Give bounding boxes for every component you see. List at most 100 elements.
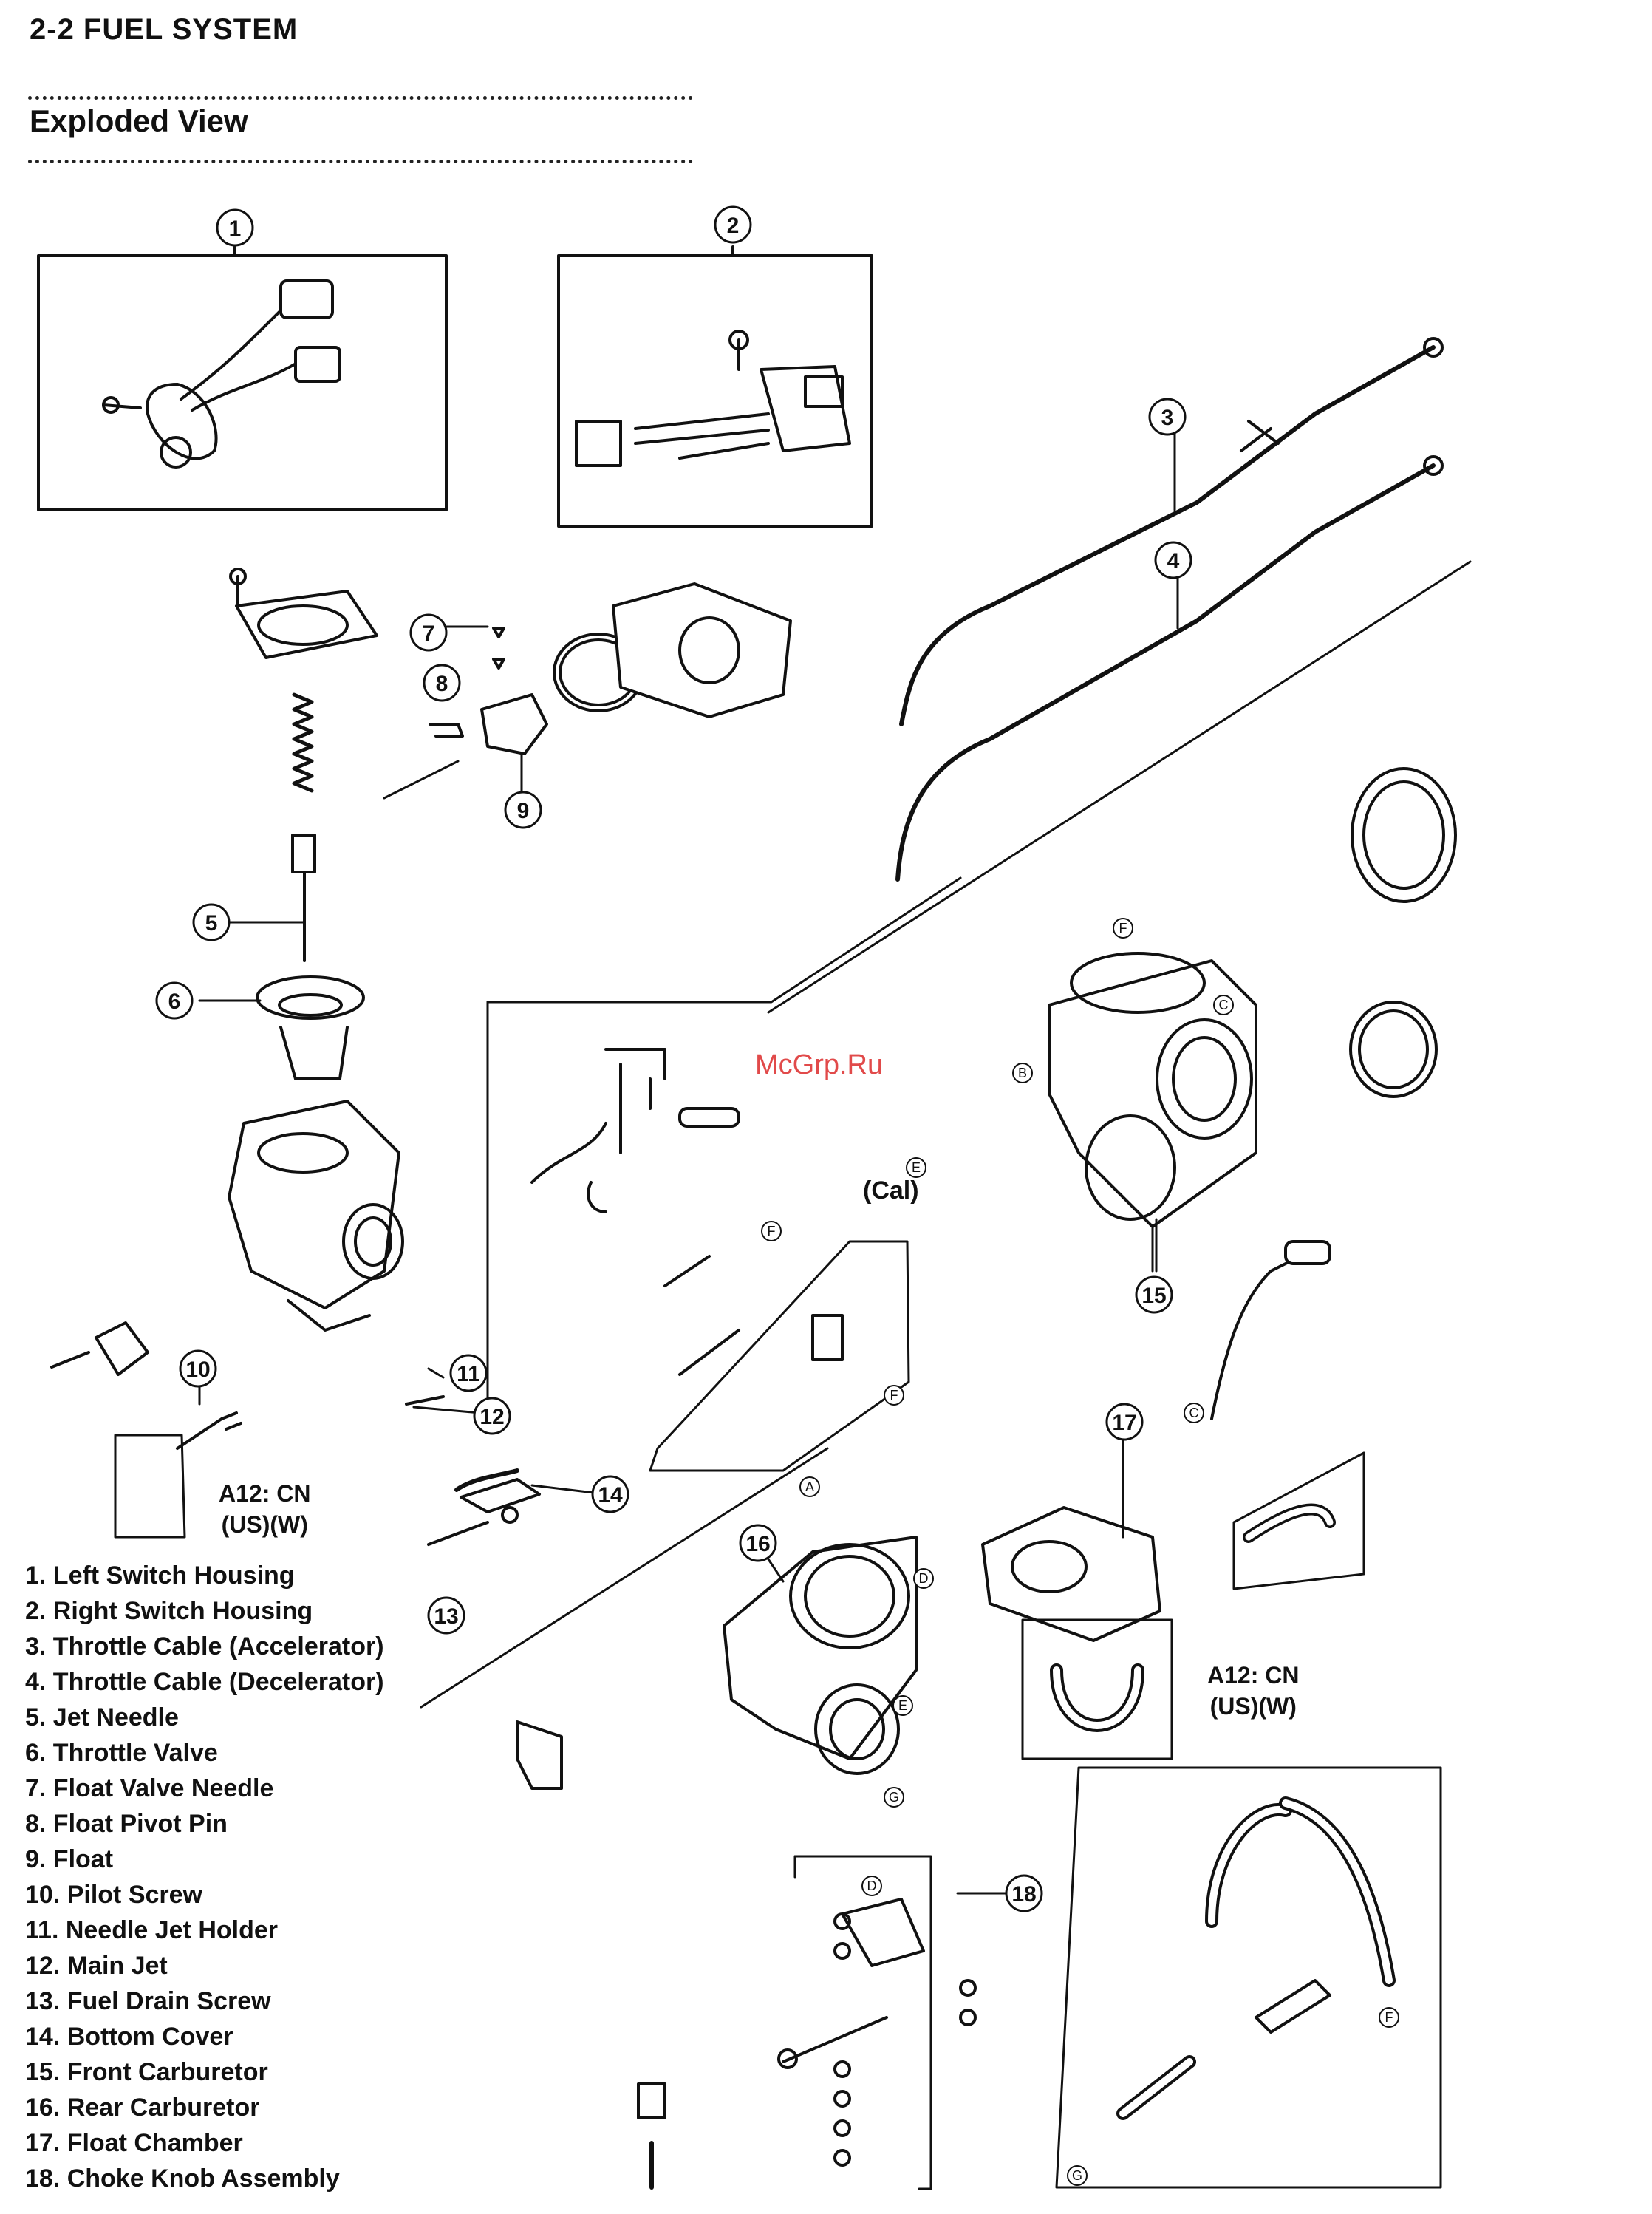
legend-item: 13. Fuel Drain Screw	[25, 1987, 271, 2015]
bottom-cover-part	[454, 1468, 541, 1513]
callout-1-label: 1	[229, 217, 242, 241]
a12-left-line2: (US)(W)	[221, 1511, 308, 1538]
view-title: Exploded View	[30, 103, 248, 138]
letter-c-1: C	[1219, 998, 1229, 1012]
callout-4-marker	[1154, 541, 1192, 579]
legend-item: 17. Float Chamber	[25, 2129, 243, 2157]
callout-17-marker	[1105, 1403, 1144, 1441]
letter-f-3: F	[768, 1224, 776, 1239]
callout-5-marker	[192, 903, 231, 941]
a12-right-line2: (US)(W)	[1209, 1693, 1297, 1720]
a12-right-box	[1055, 1766, 1442, 2189]
letter-e-2: E	[912, 1160, 921, 1175]
jet-needle-part	[291, 834, 316, 962]
callout-12-label: 12	[479, 1405, 504, 1429]
parts-legend: 1. Left Switch Housing 2. Right Switch H…	[25, 1558, 384, 2196]
callout-10-label: 10	[185, 1358, 210, 1382]
callout-markers	[155, 205, 1192, 1912]
right-switch-housing-part	[557, 245, 873, 528]
callout-7-label: 7	[423, 621, 435, 646]
fuel-drain-screw-part	[427, 1506, 519, 1546]
callout-15-marker	[1135, 1275, 1173, 1314]
a12-left-line1: A12: CN	[219, 1480, 311, 1507]
callout-8-marker	[423, 664, 461, 702]
legend-item: 6. Throttle Valve	[25, 1739, 218, 1767]
letter-a-1: A	[805, 1479, 814, 1494]
throttle-cable-decelerator-part	[895, 455, 1444, 882]
dotted-rule-bottom	[28, 160, 693, 163]
float-valve-needle-part	[492, 627, 505, 670]
main-jet-part	[405, 1395, 445, 1406]
callout-2-label: 2	[727, 214, 740, 238]
callout-5-label: 5	[205, 911, 218, 936]
callout-8-label: 8	[436, 672, 448, 696]
callout-18-marker	[1005, 1874, 1043, 1912]
callout-14-label: 14	[598, 1483, 623, 1508]
watermark: McGrp.Ru	[755, 1049, 884, 1080]
callout-17-label: 17	[1112, 1411, 1136, 1435]
legend-item: 3. Throttle Cable (Accelerator)	[25, 1632, 384, 1660]
callout-11-marker	[449, 1354, 488, 1392]
letter-f-1: F	[1119, 921, 1127, 936]
callout-2-marker	[714, 205, 752, 244]
carb-top-cover-part	[229, 568, 378, 659]
pilot-screw-part	[176, 1411, 242, 1450]
letter-g-1: G	[889, 1790, 899, 1805]
callout-9-label: 9	[517, 799, 530, 823]
legend-item: 12. Main Jet	[25, 1952, 168, 1980]
legend-item: 2. Right Switch Housing	[25, 1597, 313, 1625]
a12-left-note: A12: CN (US)(W)	[219, 1478, 310, 1540]
callout-9-marker	[504, 791, 542, 829]
letter-e-1: E	[898, 1698, 907, 1713]
left-switch-housing-part	[37, 245, 448, 511]
rear-carburetor-part	[723, 1536, 918, 1775]
front-hose-part	[1206, 1240, 1331, 1424]
u-hose-box	[1021, 1618, 1173, 1760]
callout-11-label: 11	[457, 1362, 480, 1386]
legend-item: 11. Needle Jet Holder	[25, 1916, 279, 1944]
letter-b-1: B	[1018, 1066, 1027, 1080]
carb-body-left-part	[228, 1100, 404, 1332]
callout-12-marker	[473, 1397, 511, 1435]
float-part	[480, 693, 548, 755]
callout-10-marker	[179, 1349, 217, 1388]
dotted-rule-top	[28, 96, 693, 100]
legend-item: 16. Rear Carburetor	[25, 2094, 260, 2122]
spring-part	[292, 692, 314, 793]
legend-item: 7. Float Valve Needle	[25, 1774, 274, 1802]
a12-right-note: A12: CN (US)(W)	[1207, 1660, 1299, 1722]
cal-bracket-part	[486, 876, 962, 1472]
callout-13-label: 13	[434, 1604, 458, 1629]
choke-knob-assembly-part	[777, 1855, 932, 2190]
callout-3-marker	[1148, 398, 1187, 436]
float-pivot-pin-part	[429, 723, 464, 738]
front-carburetor-part	[1048, 952, 1257, 1273]
clamp-part	[1349, 1001, 1438, 1098]
chain-parts	[637, 1912, 977, 2190]
legend-item: 18. Choke Knob Assembly	[25, 2164, 340, 2193]
callout-6-label: 6	[168, 990, 181, 1014]
legend-item: 5. Jet Needle	[25, 1703, 179, 1731]
callout-4-label: 4	[1167, 549, 1180, 573]
legend-item: 8. Float Pivot Pin	[25, 1810, 228, 1838]
callout-1-marker	[216, 208, 254, 247]
legend-item: 9. Float	[25, 1845, 114, 1873]
callout-14-marker	[591, 1475, 629, 1513]
callout-13-marker	[427, 1596, 465, 1635]
letter-f-2: F	[1385, 2010, 1393, 2025]
float-chamber-part	[981, 1506, 1161, 1642]
callout-7-marker	[409, 613, 448, 652]
legend-item: 14. Bottom Cover	[25, 2023, 233, 2051]
letter-d-2: D	[867, 1879, 877, 1893]
callout-18-label: 18	[1011, 1882, 1036, 1907]
throttle-valve-part	[256, 975, 365, 1080]
legend-item: 10. Pilot Screw	[25, 1881, 202, 1909]
letter-c-2: C	[1189, 1406, 1199, 1420]
legend-item: 15. Front Carburetor	[25, 2058, 268, 2086]
hose-box-right	[1232, 1451, 1365, 1590]
section-title: 2-2 FUEL SYSTEM	[30, 13, 298, 46]
float-chamber-top-part	[612, 582, 792, 718]
callout-3-label: 3	[1161, 406, 1174, 430]
legend-item: 1. Left Switch Housing	[25, 1561, 295, 1590]
letter-markers	[761, 918, 1399, 2186]
